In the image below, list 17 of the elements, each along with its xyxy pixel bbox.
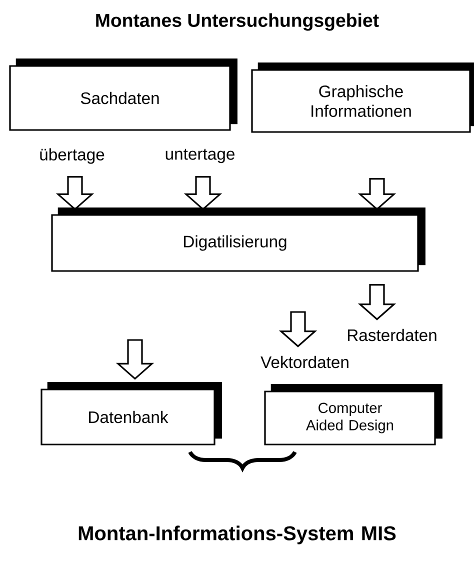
process-box: Computer Aided Design [264,384,442,446]
data-label: Vektordaten [260,356,348,368]
arrow [358,284,396,320]
title: Montanes Untersuchungsgebiet [96,13,379,31]
edge-label: untertage [163,148,237,164]
arrow [358,178,396,210]
process-box: Graphische Informationen [251,62,474,133]
process-box: Digatilisierung [51,208,426,272]
arrow [184,176,222,210]
arrow [278,311,318,348]
arrow [116,339,154,380]
edge-label: übertage [38,146,106,166]
process-box: Sachdaten [9,58,238,131]
process-box: Datenbank [40,382,222,446]
arrow [56,176,94,210]
data-label: Rasterdaten [348,328,436,342]
caption: Montan-Informations-System MIS [78,526,396,544]
